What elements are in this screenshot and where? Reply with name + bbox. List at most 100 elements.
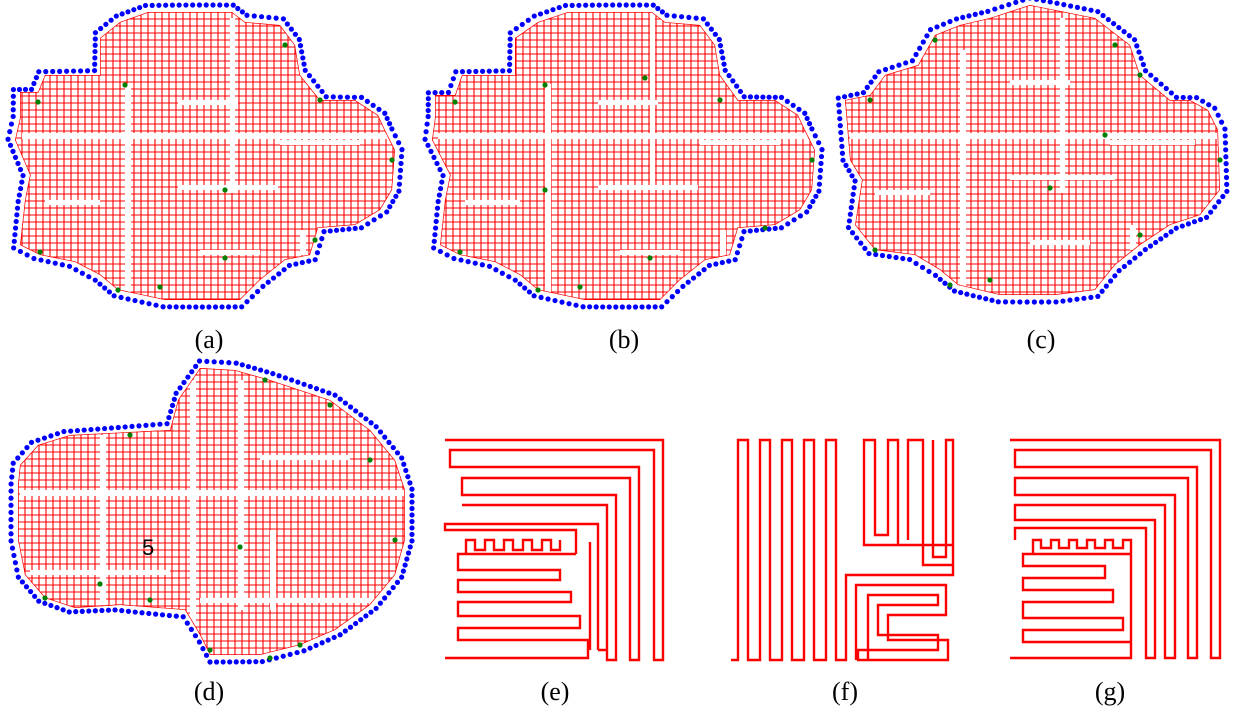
boundary-point	[377, 429, 384, 435]
boundary-point	[1224, 188, 1230, 194]
boundary-point	[403, 467, 409, 474]
boundary-point	[838, 136, 844, 143]
boundary-point	[399, 455, 405, 461]
boundary-point	[1112, 273, 1118, 279]
junction-point	[717, 97, 723, 103]
boundary-point	[407, 480, 413, 486]
boundary-point	[325, 637, 331, 643]
boundary-point	[168, 408, 174, 415]
grid-region-b	[422, 2, 825, 310]
boundary-point	[8, 495, 14, 501]
boundary-point	[240, 659, 246, 665]
boundary-point	[1116, 24, 1122, 31]
junction-point	[577, 284, 583, 290]
boundary-point	[659, 304, 665, 310]
boundary-point	[239, 9, 245, 15]
boundary-point	[650, 2, 656, 8]
boundary-point	[253, 659, 259, 665]
boundary-point	[265, 279, 271, 285]
boundary-point	[741, 94, 747, 100]
boundary-point	[639, 304, 645, 310]
boundary-point	[425, 107, 431, 114]
boundary-point	[45, 259, 51, 265]
boundary-point	[778, 225, 785, 231]
boundary-point	[22, 86, 29, 93]
boundary-point	[180, 614, 186, 620]
boundary-point	[11, 238, 17, 244]
boundary-point	[173, 304, 179, 310]
boundary-point	[854, 91, 860, 97]
boundary-point	[907, 256, 913, 263]
boundary-point	[244, 299, 250, 305]
boundary-point	[1060, 298, 1066, 304]
boundary-point	[239, 362, 245, 368]
boundary-point	[937, 276, 943, 282]
boundary-point	[370, 102, 376, 108]
boundary-point	[266, 14, 272, 21]
junction-point	[1217, 157, 1223, 163]
boundary-point	[8, 531, 14, 537]
boundary-point	[91, 67, 98, 74]
boundary-point	[286, 262, 292, 269]
boundary-point	[382, 110, 388, 116]
boundary-point	[312, 257, 318, 263]
boundary-point	[409, 499, 415, 505]
junction-point	[809, 157, 815, 163]
boundary-point	[849, 198, 855, 204]
boundary-point	[16, 192, 22, 198]
boundary-point	[102, 285, 108, 291]
boundary-point	[1206, 102, 1212, 108]
boundary-point	[425, 102, 431, 108]
boundary-point	[276, 373, 282, 379]
boundary-point	[9, 545, 16, 551]
boundary-point	[730, 78, 736, 84]
boundary-point	[15, 160, 21, 167]
boundary-point	[92, 36, 98, 42]
boundary-point	[432, 232, 438, 238]
boundary-point	[353, 620, 359, 627]
boundary-point	[61, 428, 67, 435]
boundary-point	[307, 645, 313, 651]
boundary-point	[146, 301, 152, 307]
boundary-point	[976, 294, 983, 300]
boundary-point	[405, 550, 412, 556]
boundary-point	[940, 21, 947, 27]
boundary-point	[239, 304, 245, 310]
boundary-point	[951, 288, 958, 294]
boundary-point	[386, 590, 392, 596]
grid-region-d	[8, 358, 415, 665]
boundary-point	[1180, 94, 1186, 101]
boundary-point	[593, 304, 599, 310]
boundary-point	[301, 61, 307, 67]
boundary-point	[473, 68, 479, 75]
boundary-point	[88, 426, 94, 433]
boundary-point	[12, 232, 18, 238]
boundary-point	[400, 568, 406, 574]
boundary-point	[537, 11, 544, 17]
boundary-point	[544, 9, 550, 15]
boundary-point	[48, 433, 54, 439]
boundary-point	[739, 236, 745, 242]
boundary-point	[652, 304, 658, 310]
boundary-point	[435, 198, 441, 205]
boundary-point	[186, 304, 192, 310]
boundary-point	[1099, 288, 1105, 294]
boundary-point	[384, 115, 390, 122]
boundary-point	[390, 444, 396, 451]
boundary-point	[839, 143, 845, 149]
boundary-point	[479, 68, 486, 74]
boundary-point	[766, 226, 772, 232]
boundary-point	[747, 94, 754, 100]
boundary-point	[125, 9, 131, 15]
boundary-point	[33, 74, 39, 81]
boundary-point	[992, 6, 998, 12]
boundary-point	[816, 188, 822, 194]
boundary-point	[440, 172, 446, 179]
boundary-point	[806, 121, 813, 127]
boundary-point	[583, 2, 589, 8]
boundary-point	[258, 14, 265, 20]
boundary-point	[1074, 296, 1080, 302]
boundary-point	[66, 609, 72, 615]
boundary-point	[983, 296, 989, 302]
boundary-point	[444, 252, 450, 258]
